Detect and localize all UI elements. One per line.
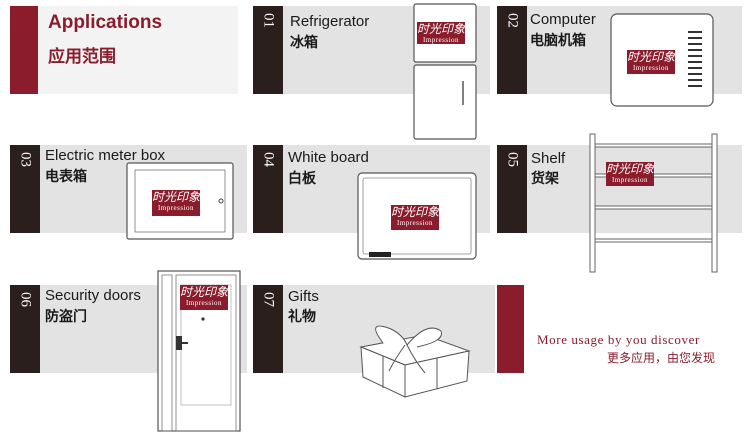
logo-sub: Impression	[185, 299, 223, 307]
item-title-en-03: Electric meter box	[45, 147, 166, 164]
page-subtitle: 应用范围	[48, 47, 116, 66]
item-title-zh-04: 白板	[288, 170, 316, 186]
logo-badge-06: 时光印象 Impression	[180, 285, 228, 310]
item-band-05	[527, 145, 742, 233]
logo-sub: Impression	[611, 176, 649, 184]
logo-sub: Impression	[632, 64, 670, 72]
gift-box-icon	[359, 325, 471, 398]
logo-brand: 时光印象	[417, 22, 465, 36]
item-number-07: 07	[260, 292, 277, 307]
logo-brand: 时光印象	[606, 162, 654, 176]
logo-badge-05: 时光印象 Impression	[606, 162, 654, 186]
item-number-05: 05	[504, 152, 521, 167]
item-number-tab-01: 01	[253, 6, 283, 94]
item-title-zh-03: 电表箱	[45, 168, 87, 184]
footer-accent-bar	[497, 285, 524, 373]
header-band	[38, 6, 238, 94]
item-title-zh-05: 货架	[531, 170, 559, 186]
item-number-06: 06	[17, 292, 34, 307]
logo-brand: 时光印象	[180, 285, 228, 299]
item-title-en-04: White board	[288, 149, 369, 166]
item-title-en-02: Computer	[530, 11, 596, 28]
item-number-tab-04: 04	[253, 145, 283, 233]
item-number-02: 02	[504, 13, 521, 28]
item-title-en-05: Shelf	[531, 150, 566, 167]
item-title-zh-02: 电脑机箱	[530, 32, 586, 48]
logo-sub: Impression	[422, 36, 460, 44]
logo-badge-04: 时光印象 Impression	[391, 205, 439, 230]
item-number-03: 03	[17, 152, 34, 167]
item-title-zh-06: 防盗门	[45, 308, 87, 324]
item-number-01: 01	[260, 13, 277, 28]
footer-text-en: More usage by you discover	[537, 332, 700, 347]
logo-brand: 时光印象	[627, 50, 675, 64]
footer-text-zh: 更多应用，由您发现	[607, 351, 716, 365]
item-title-en-06: Security doors	[45, 287, 141, 304]
logo-badge-03: 时光印象 Impression	[152, 190, 200, 216]
logo-sub: Impression	[396, 219, 434, 227]
logo-brand: 时光印象	[391, 205, 439, 219]
item-number-tab-02: 02	[497, 6, 527, 94]
item-number-tab-03: 03	[10, 145, 40, 233]
logo-badge-02: 时光印象 Impression	[627, 50, 675, 74]
item-title-zh-07: 礼物	[288, 308, 316, 324]
page-title: Applications	[48, 12, 163, 33]
item-title-en-07: Gifts	[288, 288, 319, 305]
logo-badge-01: 时光印象 Impression	[417, 22, 465, 44]
header-accent-bar	[10, 6, 38, 94]
item-number-tab-06: 06	[10, 285, 40, 373]
logo-sub: Impression	[157, 204, 195, 212]
item-number-tab-07: 07	[253, 285, 283, 373]
item-title-zh-01: 冰箱	[290, 34, 318, 50]
item-title-en-01: Refrigerator	[290, 13, 370, 30]
item-number-tab-05: 05	[497, 145, 527, 233]
logo-brand: 时光印象	[152, 190, 200, 204]
shelf-icon	[589, 133, 718, 273]
item-number-04: 04	[260, 152, 277, 167]
